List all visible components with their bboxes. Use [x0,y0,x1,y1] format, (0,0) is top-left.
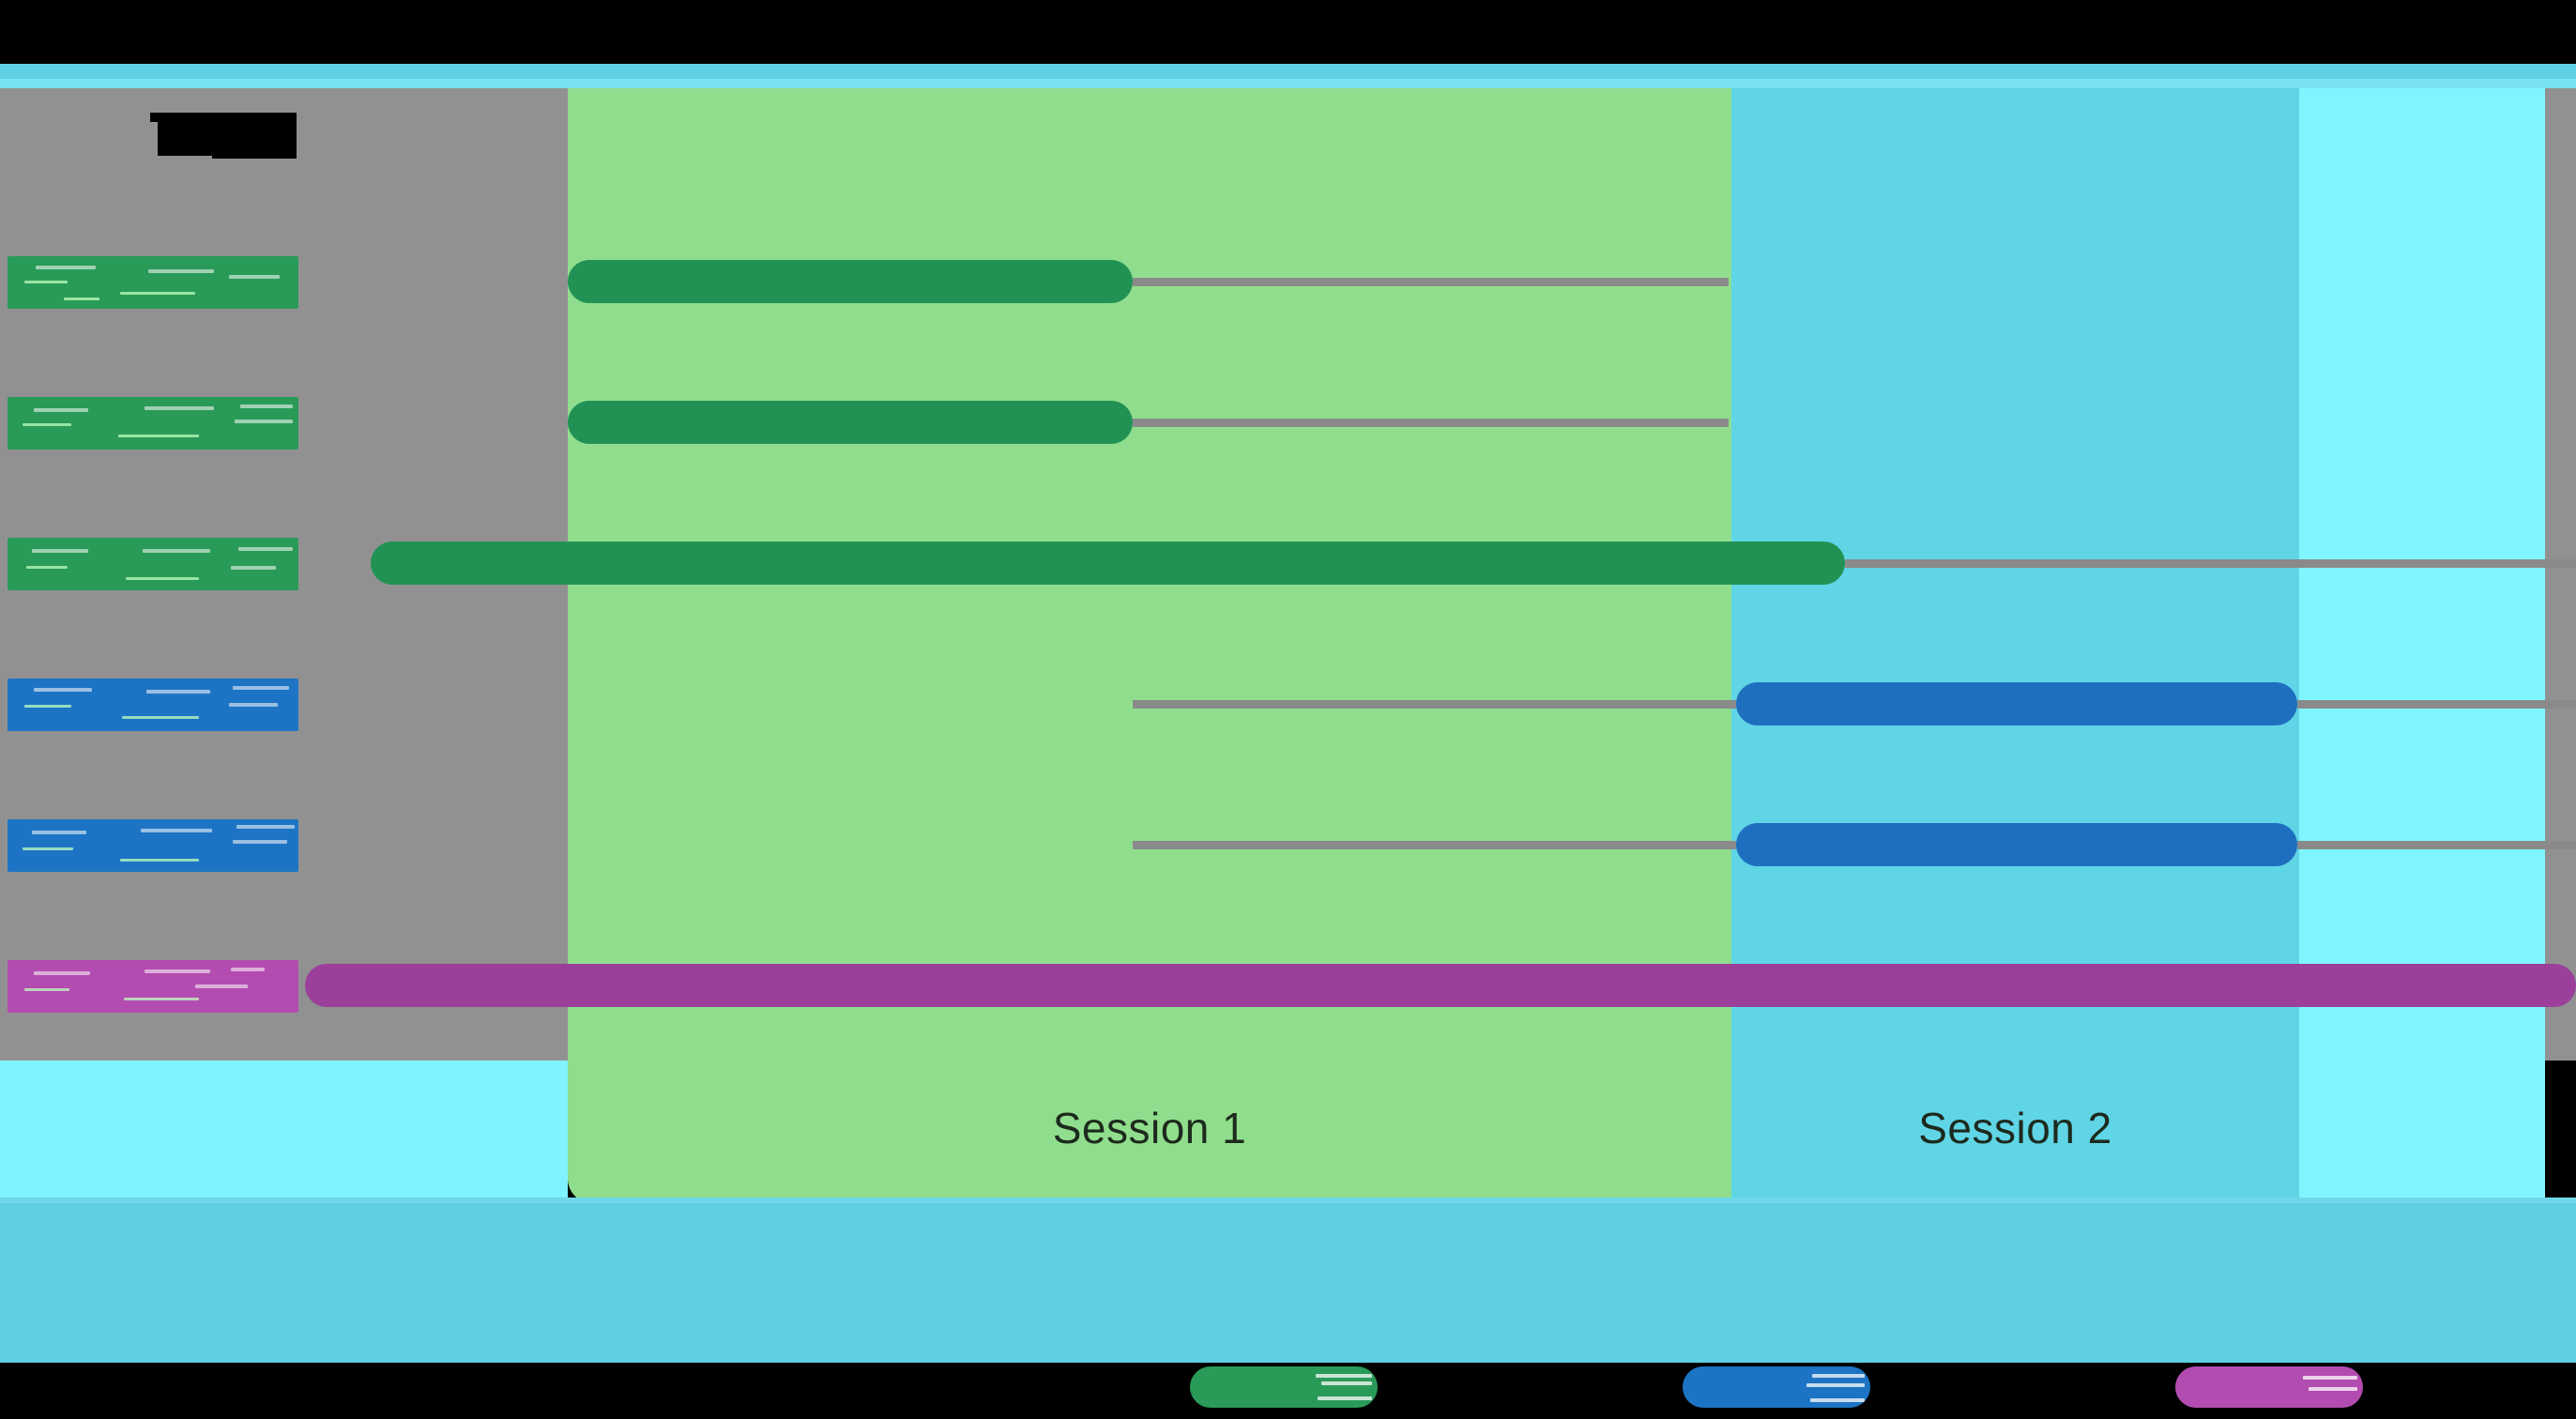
task-bar-2 [371,542,1845,585]
legend-swatch-magenta [2175,1366,2363,1408]
session-band-2 [1731,88,2299,1203]
task-bar-4 [1736,823,2297,866]
legend-swatch-green [1190,1366,1378,1408]
task-row [0,239,2576,380]
session-label-2: Session 2 [1918,1104,2112,1152]
row-connector-0 [1133,278,1729,286]
task-label-1 [8,397,298,450]
task-label-2 [8,538,298,590]
chart-title-redacted [150,113,297,159]
task-bar-1 [568,401,1133,444]
task-bar-0 [568,260,1133,303]
row-connector-4-right [2297,841,2576,849]
session-band-3 [2299,88,2545,1203]
card-top-rail [0,64,2576,79]
task-label-3 [8,679,298,731]
legend-swatch-blue [1683,1366,1870,1408]
card-bottom-edge [0,1198,2576,1205]
row-connector-3-right [2297,700,2576,709]
row-connector-2 [1845,559,2576,568]
task-row [0,943,2576,1084]
task-row [0,521,2576,662]
task-row [0,662,2576,802]
task-label-4 [8,819,298,872]
task-row [0,802,2576,943]
session-label-1: Session 1 [1052,1104,1247,1152]
card-bottom [0,1203,2576,1389]
card-top-highlight [0,79,2576,88]
legend [0,1363,2576,1419]
row-connector-4-left [1133,841,1736,849]
task-label-5 [8,960,298,1013]
row-connector-1 [1133,419,1729,427]
task-bar-5 [305,964,2576,1007]
right-margin-strip [2545,88,2576,1060]
row-connector-3-left [1133,700,1736,709]
task-bar-3 [1736,682,2297,725]
task-row [0,380,2576,521]
task-label-0 [8,256,298,309]
label-gutter-footer [0,1060,568,1203]
